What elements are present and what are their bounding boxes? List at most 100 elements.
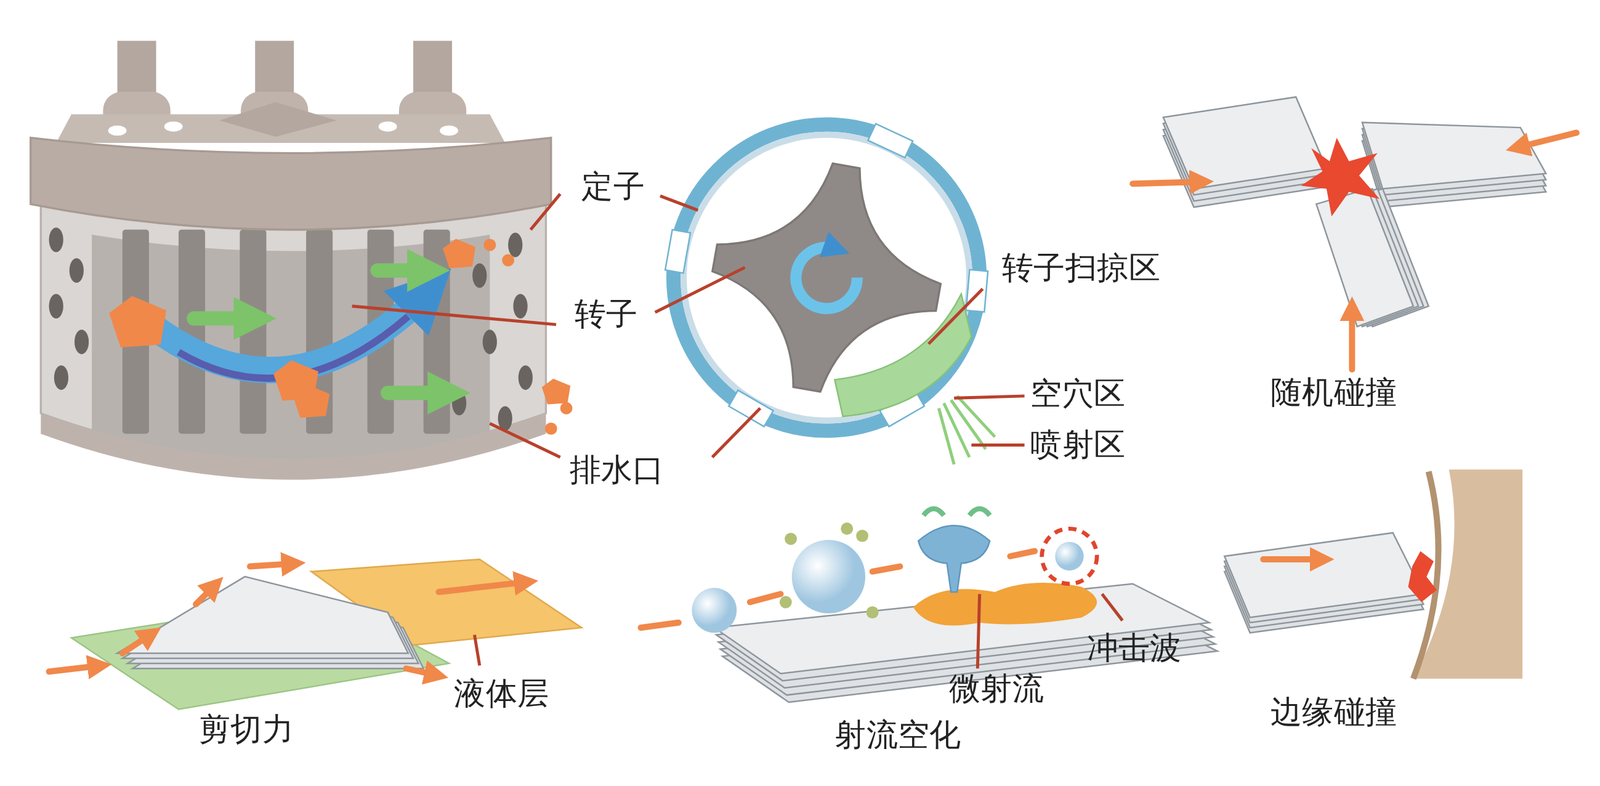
sheet-layer — [1163, 96, 1327, 189]
particle-dot — [501, 254, 515, 267]
flow-arrow — [377, 262, 429, 278]
flow-arrow — [195, 583, 217, 605]
rotor-blade — [423, 229, 451, 434]
leader-line — [953, 395, 1025, 398]
flow-arrow — [1348, 306, 1355, 370]
particle-dot — [560, 402, 573, 415]
bottom-plate — [40, 413, 546, 480]
stator-ring — [673, 124, 980, 431]
motion-dash — [1010, 551, 1035, 557]
spray-line — [938, 408, 954, 465]
label: 定子 — [581, 168, 645, 205]
bubble — [1054, 541, 1084, 571]
leader-line — [928, 288, 983, 344]
spray-line — [944, 402, 970, 457]
flow-arrow — [1263, 556, 1325, 563]
liquid-puddle — [913, 582, 1097, 626]
leader-line — [489, 423, 560, 458]
label: 空穴区 — [1030, 375, 1126, 413]
sheet-layer — [117, 576, 409, 653]
flow-arrow — [193, 311, 255, 326]
wall-hole — [482, 329, 497, 355]
outlet-slot — [867, 123, 913, 158]
leader-line — [474, 634, 480, 666]
debris-dot — [866, 606, 879, 619]
band-hole — [439, 125, 459, 137]
label: 随机碰撞 — [1270, 374, 1397, 411]
wall-hole — [513, 293, 528, 319]
label: 边缘碰撞 — [1270, 694, 1397, 731]
label: 喷射区 — [1030, 426, 1126, 464]
wall-hole — [74, 329, 89, 355]
flow-arrow — [438, 581, 529, 592]
wall-hole — [49, 227, 64, 252]
particle — [293, 384, 331, 419]
debris-dot — [856, 529, 869, 542]
shock-ring — [1042, 528, 1097, 584]
wall-hole — [472, 262, 487, 288]
bubble — [691, 587, 737, 633]
particle-dot — [483, 238, 496, 252]
edge-collision — [1224, 469, 1523, 679]
band-hole — [378, 121, 398, 132]
flow-arrow — [1515, 132, 1576, 148]
debris-dot — [784, 532, 797, 546]
label: 转子 — [574, 295, 639, 332]
label: 排水口 — [569, 452, 665, 489]
sheet-layer — [1224, 532, 1424, 618]
band-hole — [164, 121, 183, 132]
leader-line — [1101, 593, 1123, 621]
label: 转子扫掠区 — [1002, 250, 1161, 287]
impact-star — [1301, 137, 1381, 217]
leader-line — [655, 267, 746, 313]
leader-line — [712, 408, 761, 458]
label: 射流空化 — [834, 716, 961, 753]
flow-arrow — [250, 563, 297, 567]
rotor-blade — [239, 229, 267, 434]
spray-line — [957, 395, 995, 437]
label: 冲击波 — [1086, 629, 1182, 666]
wall — [1413, 469, 1523, 679]
particle-dot — [545, 422, 558, 435]
leader-line — [971, 443, 1025, 447]
outlet-slot — [728, 390, 773, 427]
outlet-slot — [966, 269, 988, 313]
particle — [442, 238, 476, 269]
label: 液体层 — [453, 675, 549, 712]
motion-dash — [750, 593, 781, 602]
bubble — [791, 539, 866, 613]
wall-hole — [508, 232, 523, 258]
leader-line — [660, 195, 698, 211]
collapsing-bubble — [918, 525, 990, 592]
wall-hole — [49, 293, 64, 319]
sheet-layer — [1362, 122, 1546, 190]
flow-arrow — [1132, 181, 1205, 184]
leader-line — [530, 193, 561, 230]
particle — [541, 378, 571, 405]
particle — [109, 295, 167, 348]
micro-flow — [923, 508, 944, 516]
flow-arrow — [387, 385, 449, 400]
wall-hole — [69, 258, 84, 283]
stator-rotor-3d — [30, 40, 573, 480]
impact-star — [1408, 551, 1437, 603]
flow-arrow — [49, 665, 103, 672]
motion-dash — [872, 566, 901, 572]
random-collision — [1132, 96, 1577, 369]
leader-line — [977, 593, 980, 669]
rotation-arrow — [795, 246, 857, 308]
wall-hole — [54, 365, 69, 390]
label: 微射流 — [949, 670, 1044, 708]
debris-dot — [779, 596, 792, 609]
stator-band — [30, 137, 552, 230]
stator-rotor-section — [665, 123, 995, 465]
band-hole — [108, 125, 127, 137]
jet-cavitation — [641, 508, 1218, 703]
cylinder-wall — [40, 203, 546, 459]
swept-zone — [834, 293, 972, 417]
micro-flow — [969, 508, 990, 516]
leader-line — [352, 306, 557, 325]
debris-dot — [840, 522, 853, 535]
